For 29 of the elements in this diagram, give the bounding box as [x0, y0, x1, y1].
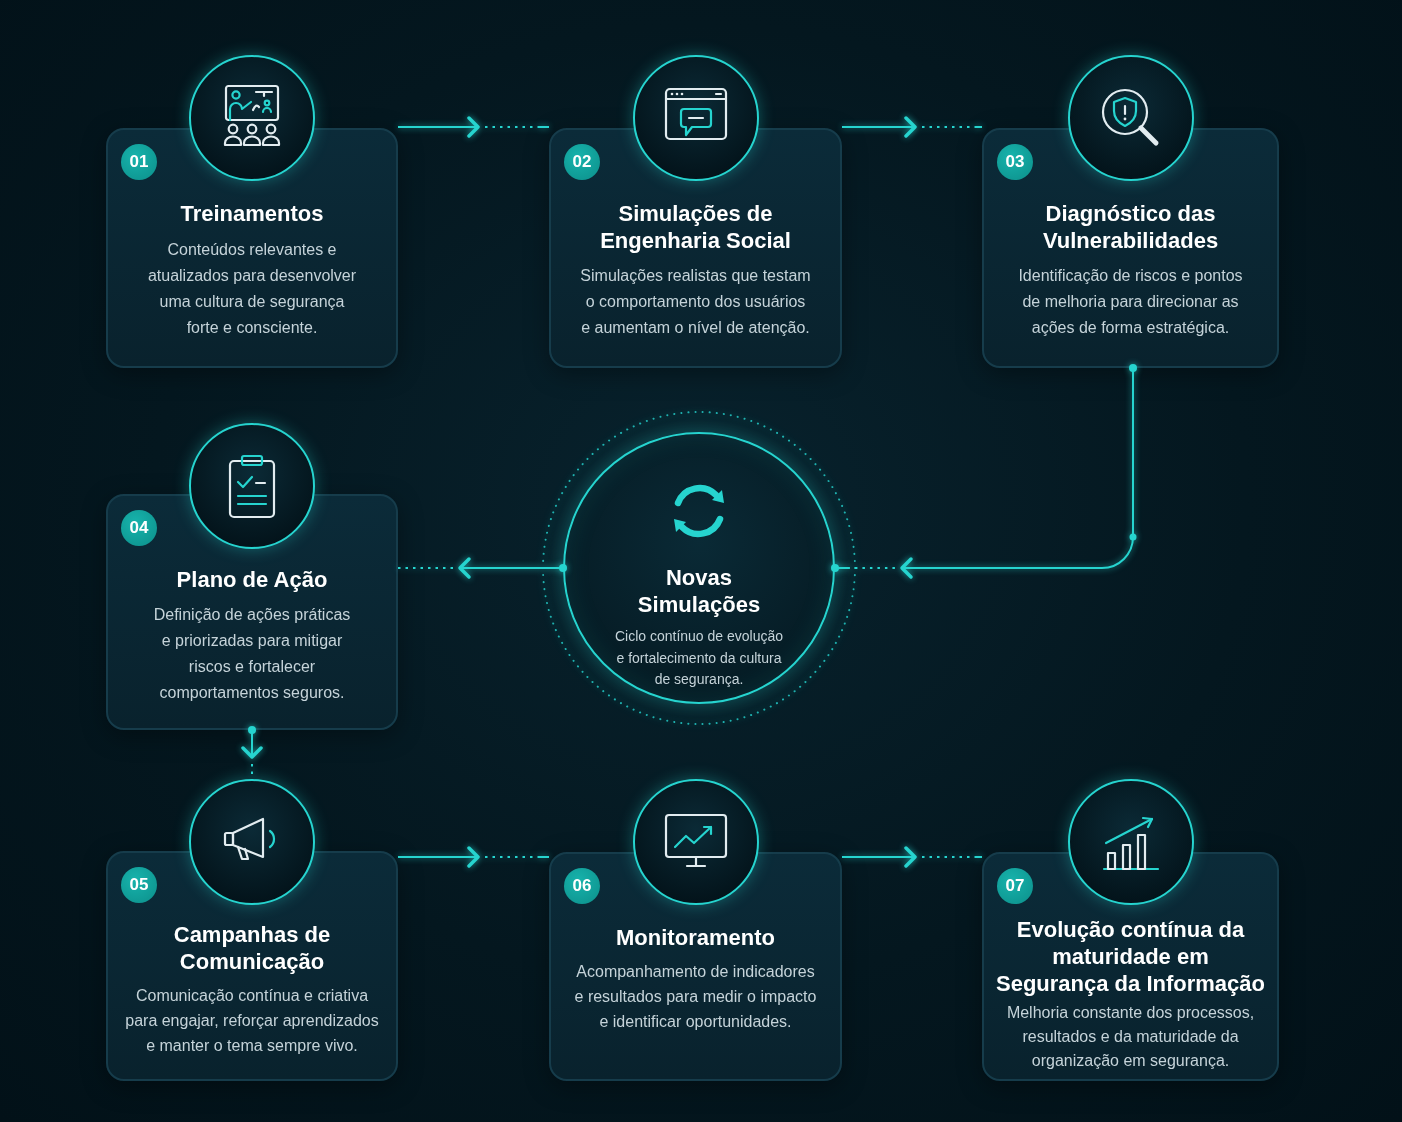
- step-number-badge: 01: [121, 144, 157, 180]
- step-title: Simulações de Engenharia Social: [599, 200, 792, 254]
- step-title: Evolução contínua da maturidade em Segurança da Informação: [995, 916, 1266, 997]
- cycle-title: Novas Simulações: [636, 564, 762, 618]
- step-description: Identificação de riscos e pontos de melhoria para direcionar as ações de forma estratégica.: [1017, 266, 1244, 338]
- step-title: Monitoramento: [616, 924, 775, 951]
- arrow: [829, 364, 1137, 579]
- arrow: [841, 116, 983, 138]
- step-title: Diagnóstico das Vulnerabilidades: [1041, 200, 1220, 254]
- step-title: Plano de Ação: [176, 566, 328, 593]
- step-title: Treinamentos: [180, 200, 324, 227]
- step-number-badge: 07: [997, 868, 1033, 904]
- step-description: Acompanhamento de indicadores e resultados para medir o impacto e identificar oportunidades.: [573, 962, 818, 1032]
- arrow: [397, 846, 550, 868]
- step-description: Melhoria constante dos processos, resultados e da maturidade da organização em segurança.: [1005, 1003, 1256, 1071]
- step-number-badge: 05: [121, 867, 157, 903]
- step-number-badge: 06: [564, 868, 600, 904]
- arrow: [397, 557, 567, 579]
- step-title: Campanhas de Comunicação: [172, 921, 332, 975]
- step-number-badge: 04: [121, 510, 157, 546]
- step-number-badge: 03: [997, 144, 1033, 180]
- step-number-badge: 02: [564, 144, 600, 180]
- step-description: Definição de ações práticas e priorizadas para mitigar riscos e fortalecer comportamentos seguros.: [152, 605, 352, 703]
- step-description: Simulações realistas que testam o comportamento dos usuários e aumentam o nível de atenção.: [579, 266, 812, 338]
- step-description: Comunicação contínua e criativa para engajar, reforçar aprendizados e manter o tema sempre vivo.: [124, 986, 380, 1056]
- step-description: Conteúdos relevantes e atualizados para desenvolver uma cultura de segurança forte e consciente.: [146, 240, 358, 338]
- arrow: [397, 116, 550, 138]
- cycle-description: Ciclo contínuo de evolução e fortalecimento da cultura de segurança.: [613, 627, 785, 689]
- arrow: [841, 846, 983, 868]
